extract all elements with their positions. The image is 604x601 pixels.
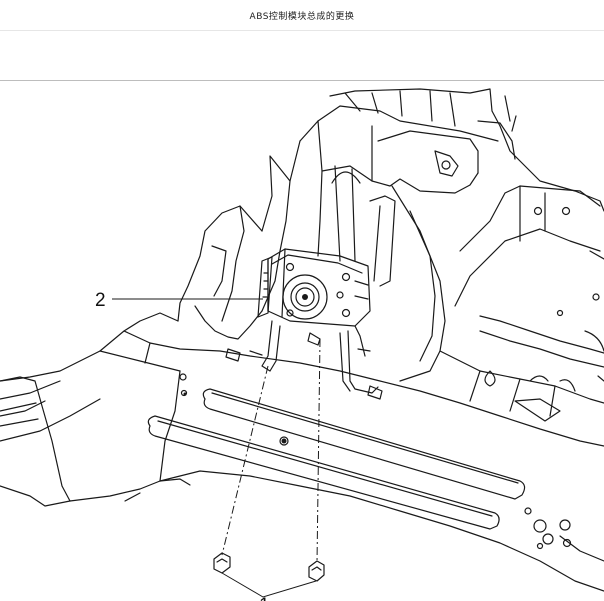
front-floor-panel [99, 330, 604, 592]
upper-body-structure [299, 88, 604, 212]
exploded-view-figure: 2 1 [0, 81, 604, 601]
floor-ribs [147, 388, 526, 530]
front-right-corner [524, 507, 604, 562]
filled-details [183, 294, 308, 444]
left-rail [0, 205, 263, 442]
document-title: ABS控制模块总成的更换 [249, 12, 355, 22]
central-tunnel [261, 120, 446, 382]
body-holes [179, 373, 289, 446]
chassis-line-drawing: 2 1 [0, 88, 604, 601]
mounting-nuts [213, 552, 325, 582]
callout-2-label: 2 [95, 290, 106, 311]
callout-1-label: 1 [259, 595, 270, 601]
abs-module [257, 248, 371, 327]
right-rear-frame [439, 185, 604, 422]
header-divider [0, 80, 604, 81]
module-bracket [225, 320, 383, 400]
leader-lines [112, 298, 317, 598]
alignment-lines [221, 338, 321, 564]
document-header: ABS控制模块总成的更换 [0, 0, 604, 31]
left-floor-pan [0, 376, 191, 507]
